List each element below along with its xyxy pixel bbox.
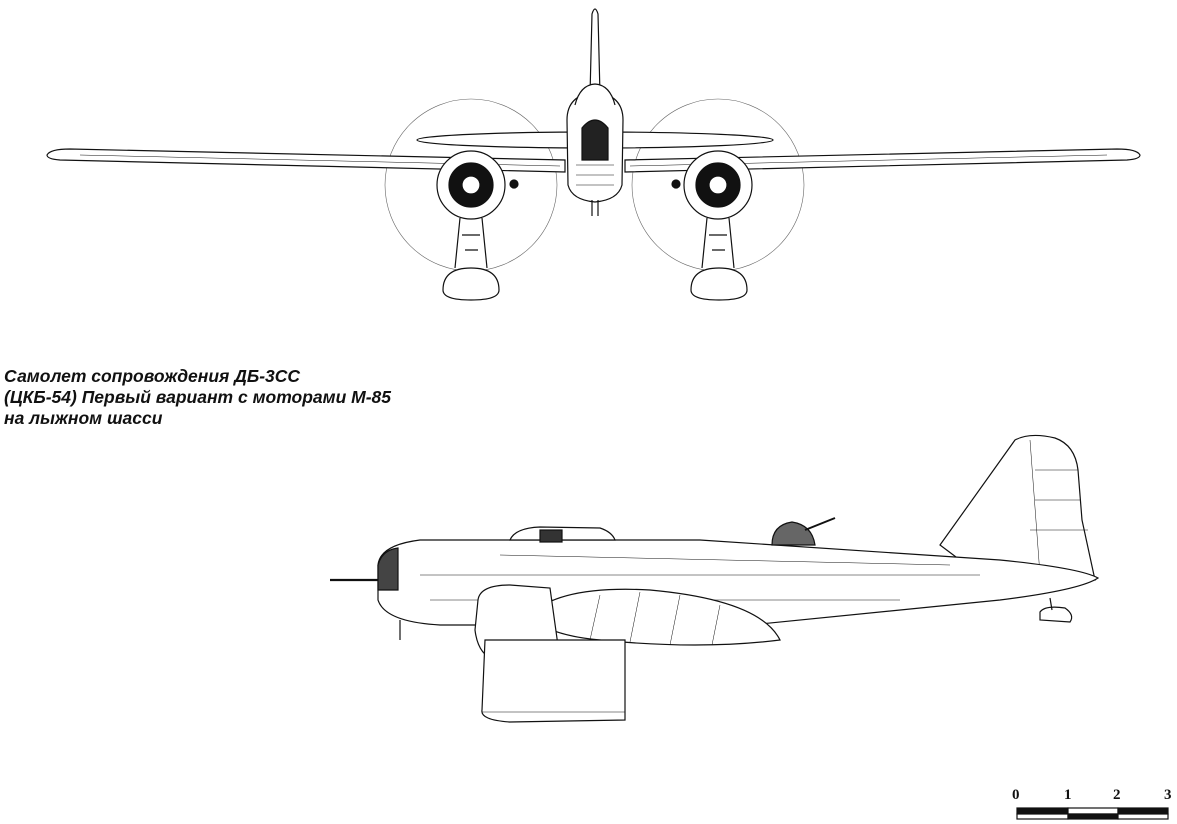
scale-label-2: 2 <box>1113 787 1121 803</box>
front-intake-right <box>671 179 681 189</box>
side-tail-ski <box>1039 606 1073 623</box>
front-left-gear-strut <box>454 217 488 269</box>
front-engine-right-hub <box>708 175 728 195</box>
side-fin-ribs <box>1029 439 1088 576</box>
scale-label-1: 1 <box>1064 787 1072 803</box>
front-engine-left-hub <box>461 175 481 195</box>
side-ski <box>481 639 626 723</box>
drawing-caption: Самолет сопровождения ДБ-3СС (ЦКБ-54) Пе… <box>4 366 391 429</box>
side-canopy-glass <box>539 529 563 543</box>
front-gun <box>591 200 599 216</box>
caption-line-2: (ЦКБ-54) Первый вариант с моторами М-85 <box>4 387 392 407</box>
front-intake-left <box>509 179 519 189</box>
side-turret <box>771 521 816 546</box>
side-wing-ribs <box>589 591 721 646</box>
side-tail-ski-strut <box>1049 597 1053 611</box>
scale-bar <box>1016 807 1169 820</box>
front-vertical-fin <box>589 8 601 96</box>
caption-line-1: Самолет сопровождения ДБ-3СС <box>4 366 301 386</box>
front-right-ski <box>690 267 748 301</box>
side-nose-glazing <box>377 547 399 591</box>
front-right-wing <box>624 148 1141 173</box>
front-view <box>46 8 1141 301</box>
front-nose-frame <box>576 164 614 186</box>
scale-label-3: 3 <box>1164 787 1172 803</box>
front-left-ski <box>442 267 500 301</box>
side-wing <box>529 588 781 646</box>
caption-line-3: на лыжном шасси <box>4 408 163 428</box>
side-turret-gun <box>804 517 836 531</box>
side-view <box>330 434 1100 723</box>
front-right-gear-strut <box>701 217 735 269</box>
front-turret <box>574 83 616 106</box>
scale-label-0: 0 <box>1012 787 1020 803</box>
front-left-wing <box>46 148 566 173</box>
front-nose-glazing <box>581 119 609 161</box>
